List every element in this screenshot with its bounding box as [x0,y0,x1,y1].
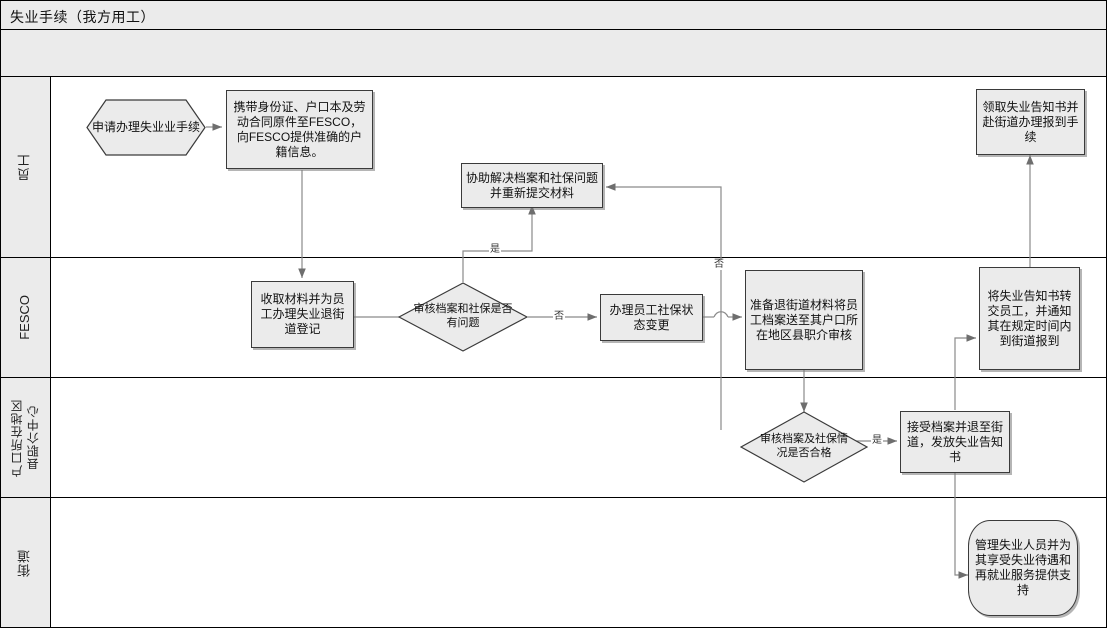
diamond-shape-qualify [740,411,868,483]
node-forward-notice-label: 将失业告知书转交员工，并通知其在规定时间内到街道报到 [987,288,1072,348]
edge-label-yes-accept: 是 [871,435,883,446]
node-manage-unemployed[interactable]: 管理失业人员并为其享受失业待遇和再就业服务提供支持 [968,520,1078,616]
swimlane-label-street-office-text: 街道 [17,548,33,577]
node-qualify-decision[interactable]: 审核档案及社保情况是否合格 [740,411,868,483]
edge-label-no-assist: 否 [713,259,725,270]
node-change-social-status-label: 办理员工社保状态变更 [609,302,694,332]
swimlane-label-job-center-text: 户口所在地区 县职介中心 [10,398,41,477]
diamond-shape [398,282,528,352]
node-bring-documents-label: 携带身份证、户口本及劳动合同原件至FESCO，向FESCO提供准确的户籍信息。 [233,99,366,159]
swimlane-label-job-center: 户口所在地区 县职介中心 [1,378,51,497]
node-change-social-status[interactable]: 办理员工社保状态变更 [600,294,703,341]
diagram-subheader-bar [0,30,1107,77]
swimlane-label-employee-text: 员工 [17,153,33,181]
edge-label-yes-assist: 是 [489,244,501,255]
swimlane-label-fesco-text: FESCO [17,295,33,340]
node-accept-files[interactable]: 接受档案并退至街道，发放失业告知书 [900,411,1010,473]
node-assist-resubmit[interactable]: 协助解决档案和社保问题并重新提交材料 [461,163,603,208]
node-bring-documents[interactable]: 携带身份证、户口本及劳动合同原件至FESCO，向FESCO提供准确的户籍信息。 [226,90,373,169]
node-receive-notice[interactable]: 领取失业告知书并赴街道办理报到手续 [976,89,1085,155]
node-accept-files-label: 接受档案并退至街道，发放失业告知书 [906,419,1003,464]
node-prepare-transfer[interactable]: 准备退街道材料将员工档案送至其户口所在地区县职介审核 [745,270,863,370]
edge-label-no-review: 否 [553,311,565,322]
node-start-apply[interactable]: 申请办理失业业手续 [86,99,206,156]
node-collect-materials[interactable]: 收取材料并为员工办理失业退街道登记 [251,281,354,348]
swimlane-label-fesco: FESCO [1,258,51,377]
node-prepare-transfer-label: 准备退街道材料将员工档案送至其户口所在地区县职介审核 [750,297,859,342]
node-manage-unemployed-label: 管理失业人员并为其享受失业待遇和再就业服务提供支持 [974,538,1071,597]
swimlane-body-fesco [51,258,1106,377]
swimlane-label-street-office: 街道 [1,498,51,627]
swimlane-street-office: 街道 [0,498,1107,628]
swimlane-body-street-office [51,498,1106,627]
node-forward-notice[interactable]: 将失业告知书转交员工，并通知其在规定时间内到街道报到 [979,267,1080,370]
node-collect-materials-label: 收取材料并为员工办理失业退街道登记 [260,292,345,336]
node-assist-resubmit-label: 协助解决档案和社保问题并重新提交材料 [466,170,599,200]
node-review-decision[interactable]: 审核档案和社保是否有问题 [398,282,528,352]
hexagon-shape [86,99,206,156]
swimlane-label-employee: 员工 [1,77,51,257]
diagram-title-bar: 失业手续（我方用工） [0,0,1107,30]
node-receive-notice-label: 领取失业告知书并赴街道办理报到手续 [982,99,1079,144]
page-title: 失业手续（我方用工） [10,9,155,25]
